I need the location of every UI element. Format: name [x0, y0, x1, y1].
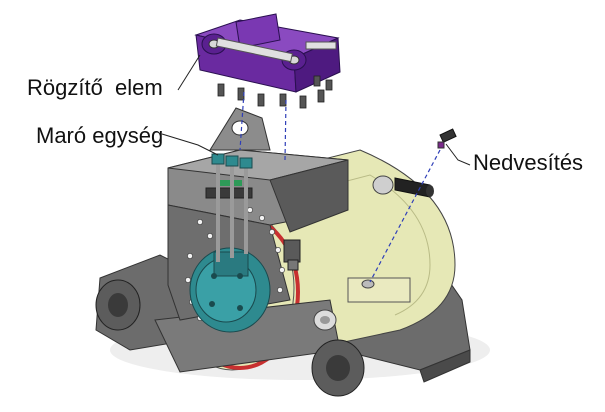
label-wetting: Nedvesítés [473, 150, 584, 175]
fastening-bracket [194, 13, 341, 109]
front-hub [313, 309, 337, 331]
pipe-fittings [211, 153, 253, 169]
wetting-nozzle [437, 128, 457, 149]
label-milling-unit: Maró egység [36, 123, 164, 148]
side-brackets [283, 239, 301, 271]
label-fastening-element: Rögzítő elem [27, 75, 163, 100]
hydraulic-motor [189, 247, 271, 333]
axle-rod [372, 175, 434, 198]
wheel-front-right [311, 339, 365, 397]
wheel-front-left [95, 279, 141, 331]
leader-lines [161, 54, 471, 166]
assembly-lines [239, 91, 441, 283]
hydraulic-pipes [216, 160, 248, 262]
